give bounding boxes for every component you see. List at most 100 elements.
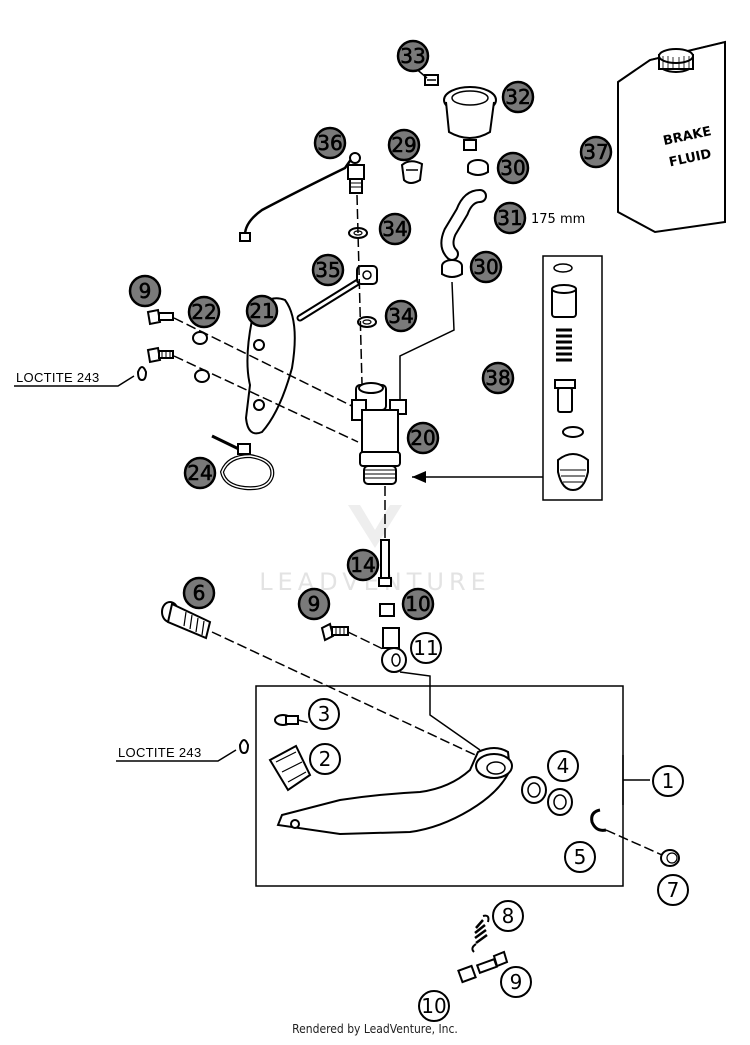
callout-number: 29 (391, 133, 416, 157)
spring-nut (457, 964, 477, 984)
push-rod-nut (379, 603, 395, 617)
callout-number: 30 (500, 156, 525, 180)
washer-lower (357, 316, 377, 328)
callout-number: 10 (405, 592, 430, 616)
pedal-bearing-left (521, 776, 547, 804)
callout-number: 11 (413, 636, 438, 660)
callout-number: 9 (139, 279, 152, 303)
callout-number: 2 (319, 747, 332, 771)
callout-9: 9 (297, 587, 331, 621)
callout-37: 37 (579, 135, 613, 169)
plate-screw (274, 714, 299, 726)
callout-11: 11 (410, 632, 442, 664)
callout-36: 36 (313, 126, 347, 160)
callout-20: 20 (406, 421, 440, 455)
circlip (590, 808, 607, 832)
clevis-bolt (320, 622, 349, 642)
hose-clip (400, 160, 424, 184)
callout-number: 1 (662, 769, 675, 793)
callout-number: 34 (388, 304, 413, 328)
callout-10: 10 (401, 587, 435, 621)
brake-fluid-reservoir (443, 86, 497, 151)
guard-bolt-lower (146, 346, 174, 364)
repair-kit-box (542, 255, 603, 501)
push-rod (378, 539, 392, 587)
callout-number: 21 (249, 299, 274, 323)
callout-8: 8 (492, 900, 524, 932)
callout-35: 35 (311, 253, 345, 287)
callout-number: 6 (193, 581, 206, 605)
spring-bolt (475, 950, 509, 975)
callout-number: 30 (473, 255, 498, 279)
pivot-cap (660, 849, 680, 867)
loctite-drop-lower (238, 739, 250, 755)
pedal-pivot-bolt (161, 601, 212, 640)
guard-washer-lower (194, 369, 210, 383)
callout-3: 3 (308, 698, 340, 730)
footer-credit: Rendered by LeadVenture, Inc. (292, 1022, 458, 1036)
rear-master-cylinder (351, 382, 407, 485)
callout-number: 36 (317, 131, 342, 155)
callout-number: 24 (187, 461, 212, 485)
brake-pedal (276, 747, 513, 836)
callout-6: 6 (182, 576, 216, 610)
hose-clamp-upper (467, 159, 489, 176)
callout-number: 9 (510, 970, 523, 994)
guard-washer-upper (192, 331, 208, 345)
callout-2: 2 (309, 743, 341, 775)
callout-number: 14 (350, 553, 375, 577)
callout-number: 4 (557, 754, 570, 778)
callout-38: 38 (481, 361, 515, 395)
callout-number: 34 (382, 217, 407, 241)
return-spring (471, 914, 490, 953)
callout-number: 22 (191, 300, 216, 324)
cable-tie (211, 434, 275, 491)
callout-number: 10 (421, 994, 446, 1018)
callout-21: 21 (245, 294, 279, 328)
watermark: LEADVENTURE (259, 505, 486, 596)
callout-number: 8 (502, 904, 515, 928)
svg-text:LOCTITE 243: LOCTITE 243 (16, 370, 100, 385)
guard-bolt-upper (146, 308, 174, 326)
callout-34: 34 (378, 212, 412, 246)
callout-4: 4 (547, 750, 579, 782)
callout-29: 29 (387, 128, 421, 162)
callout-9: 9 (500, 966, 532, 998)
callout-5: 5 (564, 841, 596, 873)
callout-number: 33 (400, 44, 425, 68)
callout-number: 32 (505, 85, 530, 109)
push-rod-clevis (381, 627, 407, 673)
callout-number: 5 (574, 845, 587, 869)
callout-14: 14 (346, 548, 380, 582)
callout-number: 9 (308, 592, 321, 616)
callout-number: 35 (315, 258, 340, 282)
loctite-label-lower: LOCTITE 243 (116, 745, 237, 762)
callout-33: 33 (396, 39, 430, 73)
pedal-bearing-right (547, 788, 573, 816)
callout-number: 7 (667, 878, 680, 902)
brake-fluid-bottle: BRAKE FLUID (617, 40, 726, 234)
hose-length-note: 175 mm (531, 212, 585, 227)
svg-text:LOCTITE 243: LOCTITE 243 (118, 745, 202, 760)
pedal-step-plate (268, 744, 312, 792)
loctite-drop-upper (136, 366, 148, 382)
callout-22: 22 (187, 295, 221, 329)
hose-clamp-lower (441, 259, 463, 278)
callout-30: 30 (496, 151, 530, 185)
callout-24: 24 (183, 456, 217, 490)
callout-34: 34 (384, 299, 418, 333)
brake-light-switch (239, 152, 365, 242)
callout-30: 30 (469, 250, 503, 284)
callout-number: 20 (410, 426, 435, 450)
callout-10: 10 (418, 990, 450, 1022)
callout-7: 7 (657, 874, 689, 906)
callout-1: 1 (652, 765, 684, 797)
callout-number: 3 (318, 702, 331, 726)
brake-line-banjo (296, 265, 378, 322)
callout-31: 31 (493, 201, 527, 235)
callout-number: 31 (497, 206, 522, 230)
reservoir-screw (424, 74, 439, 86)
loctite-label-upper: LOCTITE 243 (14, 370, 135, 387)
